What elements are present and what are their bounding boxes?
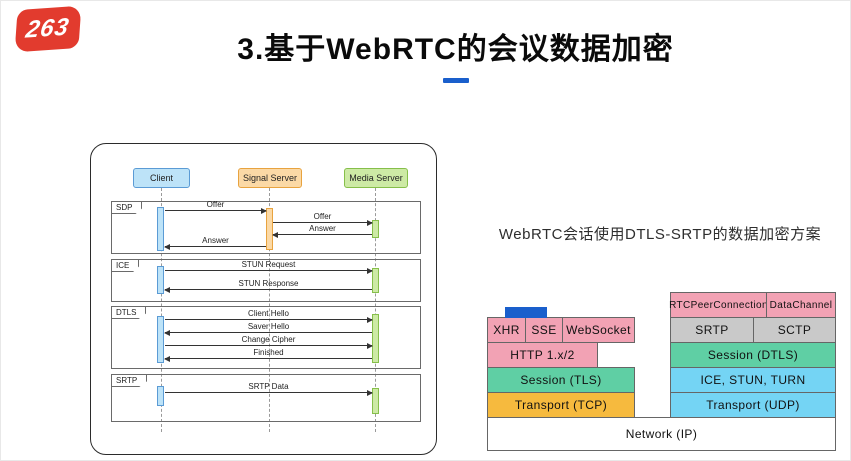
arrowhead-icon bbox=[164, 330, 170, 336]
message-line bbox=[165, 332, 372, 333]
section-dtls: DTLS bbox=[111, 306, 421, 369]
section-sdp-label: SDP bbox=[111, 201, 143, 214]
section-dtls-label: DTLS bbox=[111, 306, 147, 319]
arrowhead-icon bbox=[367, 390, 373, 396]
message-line bbox=[165, 358, 372, 359]
activation-signal-sdp bbox=[266, 208, 273, 250]
message-stun-response: STUN Response bbox=[164, 277, 372, 293]
arrowhead-icon bbox=[261, 208, 267, 214]
message-label: Answer bbox=[202, 236, 229, 245]
stack-cell-ice-stun-turn: ICE, STUN, TURN bbox=[670, 367, 836, 393]
stack-cell-network-ip: Network (IP) bbox=[487, 417, 836, 451]
highlight-tab bbox=[505, 307, 547, 318]
arrowhead-icon bbox=[164, 356, 170, 362]
activation-media-ice bbox=[372, 268, 379, 293]
message-label: STUN Request bbox=[241, 260, 296, 269]
activation-client-srtp bbox=[157, 386, 164, 406]
message-label: Offer bbox=[313, 212, 332, 221]
arrowhead-icon bbox=[272, 232, 278, 238]
stack-cell-http: HTTP 1.x/2 bbox=[487, 342, 598, 368]
message-stun-request: STUN Request bbox=[165, 258, 373, 274]
message-change-cipher: Change Cipher bbox=[165, 333, 373, 349]
stack-cell-sse: SSE bbox=[525, 317, 563, 343]
actor-client: Client bbox=[133, 168, 190, 188]
arrowhead-icon bbox=[367, 220, 373, 226]
activation-client-sdp bbox=[157, 207, 164, 251]
message-label: Answer bbox=[309, 224, 336, 233]
page-title: 3.基于WebRTC的会议数据加密 bbox=[237, 33, 674, 66]
activation-media-sdp bbox=[372, 220, 379, 238]
message-line bbox=[165, 210, 266, 211]
message-client-hello: Client Hello bbox=[165, 307, 373, 323]
message-line bbox=[165, 392, 372, 393]
arrowhead-icon bbox=[164, 244, 170, 250]
actor-signal-server: Signal Server bbox=[238, 168, 302, 188]
activation-client-ice bbox=[157, 266, 164, 294]
message-line bbox=[165, 345, 372, 346]
message-line bbox=[165, 289, 372, 290]
section-srtp: SRTP bbox=[111, 374, 421, 422]
stack-cell-session-dtls: Session (DTLS) bbox=[670, 342, 836, 368]
sequence-diagram-panel: Client Signal Server Media Server SDP IC… bbox=[90, 143, 437, 455]
message-label: Finished bbox=[253, 348, 284, 357]
arrowhead-icon bbox=[164, 287, 170, 293]
title-block: 3.基于WebRTC的会议数据加密 bbox=[60, 24, 851, 83]
message-label: Client Hello bbox=[248, 309, 289, 318]
section-ice: ICE bbox=[111, 259, 421, 302]
actor-media-server: Media Server bbox=[344, 168, 408, 188]
lifeline-media-server bbox=[375, 188, 376, 432]
message-label: Offer bbox=[206, 200, 225, 209]
message-line bbox=[165, 319, 372, 320]
message-saver-hello: Saver Hello bbox=[164, 320, 372, 336]
message-offer-1: Offer bbox=[165, 198, 267, 214]
activation-media-srtp bbox=[372, 388, 379, 414]
stack-cell-websocket: WebSocket bbox=[562, 317, 635, 343]
stack-cell-sctp: SCTP bbox=[753, 317, 836, 343]
message-line bbox=[165, 270, 372, 271]
lifeline-client bbox=[161, 188, 162, 432]
stack-cell-datachannel: DataChannel bbox=[766, 292, 836, 318]
stack-cell-session-tls: Session (TLS) bbox=[487, 367, 635, 393]
message-label: Saver Hello bbox=[247, 322, 290, 331]
message-finished: Finished bbox=[164, 346, 372, 362]
activation-client-dtls bbox=[157, 316, 164, 363]
section-ice-label: ICE bbox=[111, 259, 140, 272]
caption-text: WebRTC会话使用DTLS-SRTP的数据加密方案 bbox=[498, 226, 822, 243]
message-answer-1: Answer bbox=[272, 222, 372, 238]
message-answer-2: Answer bbox=[164, 234, 266, 250]
stack-cell-srtp: SRTP bbox=[670, 317, 754, 343]
arrowhead-icon bbox=[367, 317, 373, 323]
arrowhead-icon bbox=[367, 268, 373, 274]
stack-cell-transport-tcp: Transport (TCP) bbox=[487, 392, 635, 418]
section-sdp: SDP bbox=[111, 201, 421, 254]
message-label: STUN Response bbox=[238, 279, 299, 288]
message-line bbox=[165, 246, 266, 247]
section-srtp-label: SRTP bbox=[111, 374, 148, 387]
lifeline-signal-server bbox=[269, 188, 270, 432]
message-offer-2: Offer bbox=[273, 210, 373, 226]
message-srtp-data: SRTP Data bbox=[165, 380, 373, 396]
stack-cell-transport-udp: Transport (UDP) bbox=[670, 392, 836, 418]
message-line bbox=[273, 234, 372, 235]
stack-cell-rtcpeerconnection: RTCPeerConnection bbox=[669, 292, 768, 318]
arrowhead-icon bbox=[367, 343, 373, 349]
activation-media-dtls bbox=[372, 314, 379, 363]
title-underline bbox=[442, 78, 469, 83]
message-line bbox=[273, 222, 372, 223]
stack-cell-xhr: XHR bbox=[487, 317, 526, 343]
message-label: SRTP Data bbox=[248, 382, 289, 391]
message-label: Change Cipher bbox=[241, 335, 296, 344]
